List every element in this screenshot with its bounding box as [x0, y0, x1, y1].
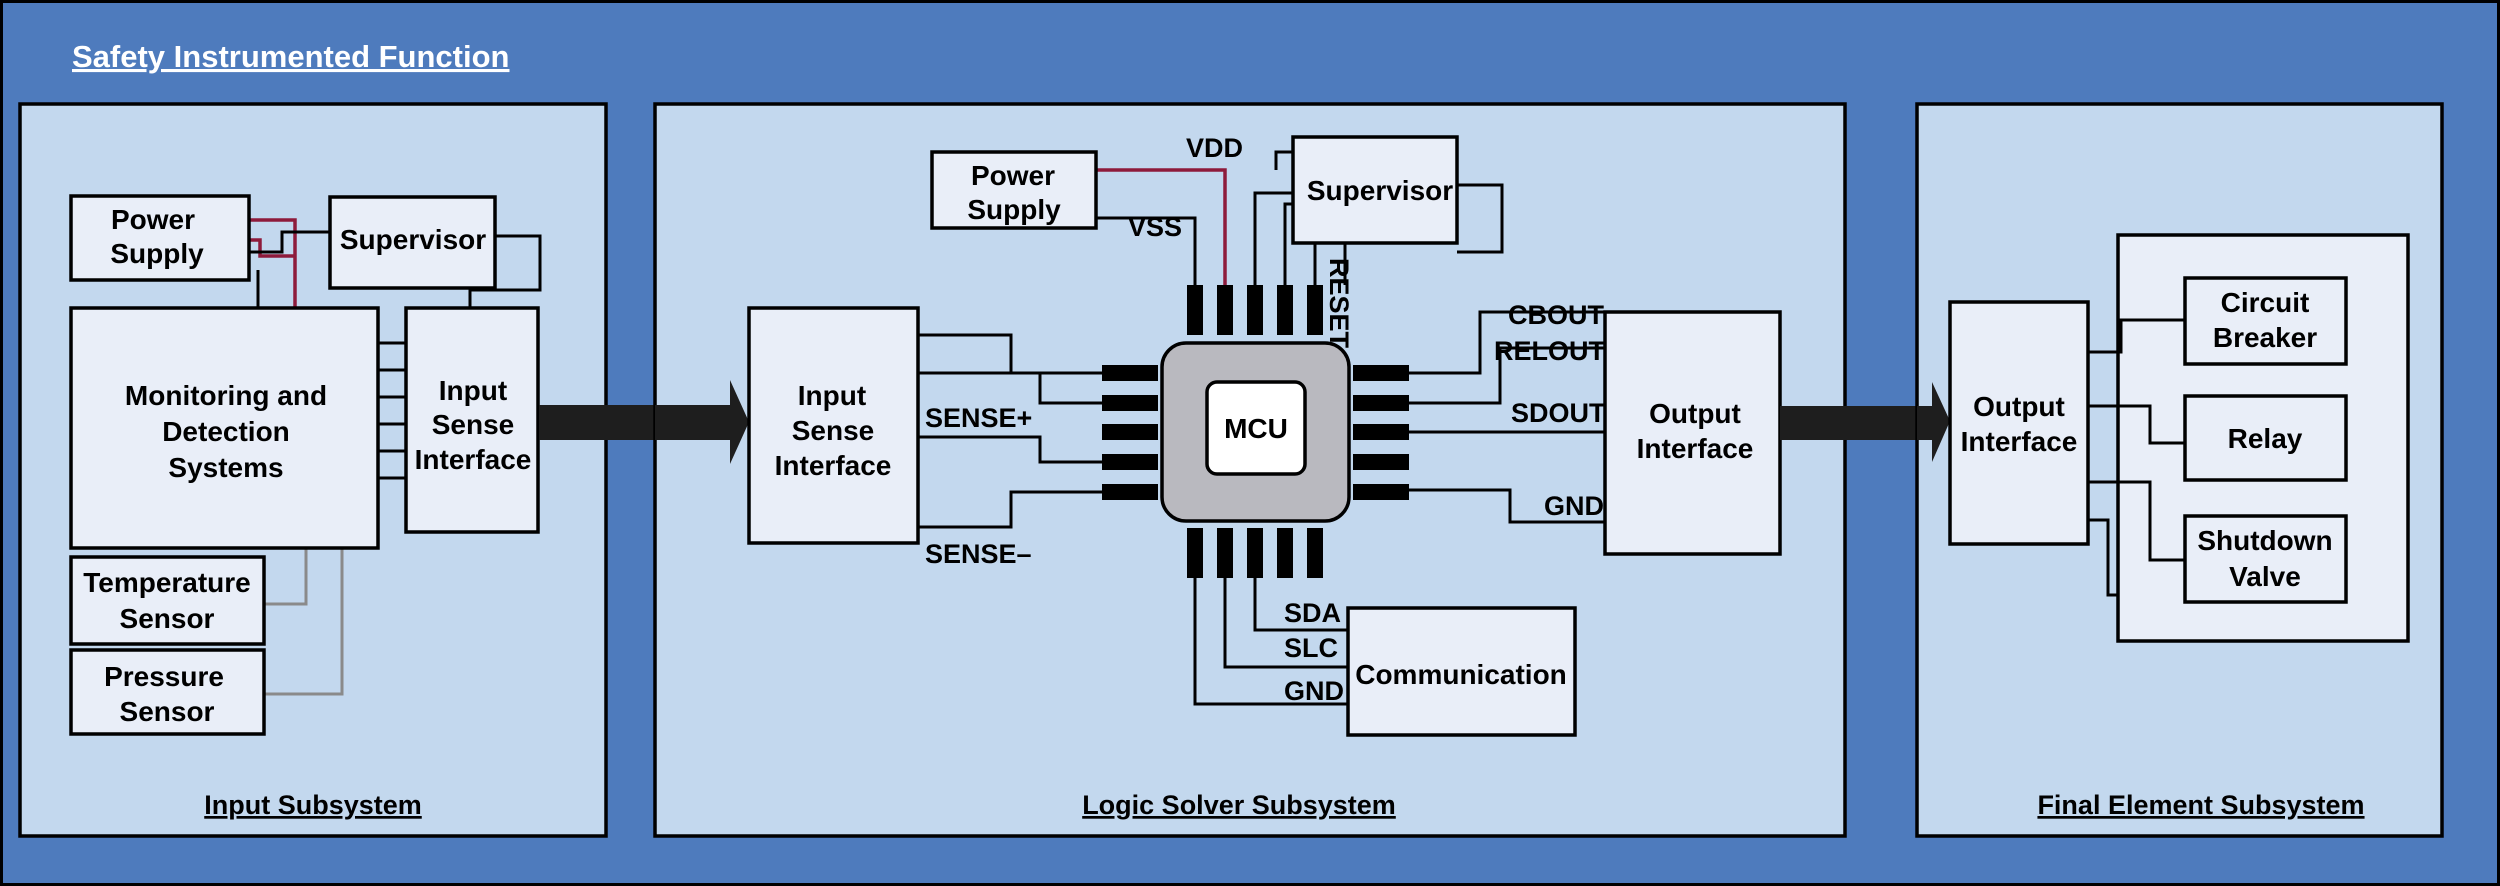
vdd-label: VDD [1186, 133, 1243, 163]
gnd-comm-label: GND [1284, 676, 1344, 706]
sda-label: SDA [1284, 598, 1341, 628]
svg-text:Temperature: Temperature [83, 567, 251, 598]
svg-text:Power: Power [111, 204, 195, 235]
final-arrow-head [1917, 382, 1950, 462]
signal-labels: VDD VSS RESET SENSE+ SENSE– CBOUT RELOUT… [925, 133, 1606, 706]
svg-text:Sense: Sense [792, 415, 875, 446]
circuit-breaker-block: Circuit Breaker [2183, 276, 2348, 366]
input-subsystem-panel: Input Subsystem Power Supply Supervisor … [18, 102, 608, 838]
pressure-sensor-block: Pressure Sensor [69, 648, 266, 736]
logic-solver-subsystem-label: Logic Solver Subsystem [1082, 790, 1396, 820]
svg-text:Valve: Valve [2229, 561, 2301, 592]
svg-text:Monitoring and: Monitoring and [125, 380, 327, 411]
svg-text:Detection: Detection [162, 416, 290, 447]
svg-text:Sense: Sense [432, 409, 515, 440]
svg-text:Shutdown: Shutdown [2197, 525, 2332, 556]
svg-text:Relay: Relay [2228, 423, 2303, 454]
input-to-logic-arrow [539, 380, 749, 464]
svg-text:Input: Input [439, 375, 507, 406]
slc-label: SLC [1284, 633, 1338, 663]
svg-text:Interface: Interface [775, 450, 892, 481]
relout-label: RELOUT [1494, 336, 1606, 366]
cbout-label: CBOUT [1508, 300, 1604, 330]
mcu-chip: MCU [1160, 341, 1351, 523]
sdout-label: SDOUT [1511, 398, 1606, 428]
logic-to-final-arrow [1780, 382, 1950, 462]
shutdown-valve-block: Shutdown Valve [2183, 514, 2348, 604]
final-element-subsystem-label: Final Element Subsystem [2037, 790, 2364, 820]
logic-output-interface-block: Output Interface [1603, 310, 1782, 556]
logic-supervisor-block: Supervisor [1291, 135, 1459, 245]
svg-text:Input: Input [798, 380, 866, 411]
svg-text:Output: Output [1649, 398, 1741, 429]
svg-text:Supervisor: Supervisor [340, 224, 486, 255]
svg-text:Supply: Supply [110, 238, 204, 269]
communication-block: Communication [1346, 606, 1577, 737]
svg-text:Sensor: Sensor [120, 696, 215, 727]
svg-text:Interface: Interface [1961, 426, 2078, 457]
input-supervisor-block: Supervisor [328, 195, 497, 290]
svg-text:Breaker: Breaker [2213, 322, 2317, 353]
svg-text:Communication: Communication [1355, 659, 1567, 690]
svg-text:Power: Power [971, 160, 1055, 191]
sense-minus-label: SENSE– [925, 539, 1032, 569]
svg-text:Pressure: Pressure [104, 661, 224, 692]
svg-text:Supervisor: Supervisor [1307, 175, 1453, 206]
temperature-sensor-block: Temperature Sensor [69, 555, 266, 646]
final-output-interface-block: Output Interface [1948, 300, 2090, 546]
input-subsystem-label: Input Subsystem [204, 790, 422, 820]
svg-text:Interface: Interface [1637, 433, 1754, 464]
input-arrow-head [655, 380, 749, 464]
logic-power-supply-block: Power Supply [930, 150, 1098, 230]
sense-plus-label: SENSE+ [925, 403, 1032, 433]
svg-text:Sensor: Sensor [120, 603, 215, 634]
gnd-out-label: GND [1544, 491, 1604, 521]
diagram-title: Safety Instrumented Function [72, 39, 509, 74]
input-sense-interface-block: Input Sense Interface [404, 306, 540, 534]
relay-block: Relay [2183, 394, 2348, 482]
input-power-supply-block: Power Supply [69, 194, 251, 282]
mcu-pins [1102, 285, 1409, 578]
reset-label: RESET [1324, 258, 1354, 349]
logic-wires [918, 150, 1605, 706]
vss-label: VSS [1128, 212, 1182, 242]
svg-text:Output: Output [1973, 391, 2065, 422]
final-wires [2088, 318, 2185, 597]
svg-text:Systems: Systems [168, 452, 283, 483]
mcu-label: MCU [1224, 413, 1288, 444]
svg-text:Circuit: Circuit [2221, 287, 2310, 318]
monitoring-detection-block: Monitoring and Detection Systems [69, 306, 380, 550]
svg-text:Supply: Supply [967, 194, 1061, 225]
svg-text:Interface: Interface [415, 444, 532, 475]
logic-input-sense-interface-block: Input Sense Interface [747, 306, 920, 545]
